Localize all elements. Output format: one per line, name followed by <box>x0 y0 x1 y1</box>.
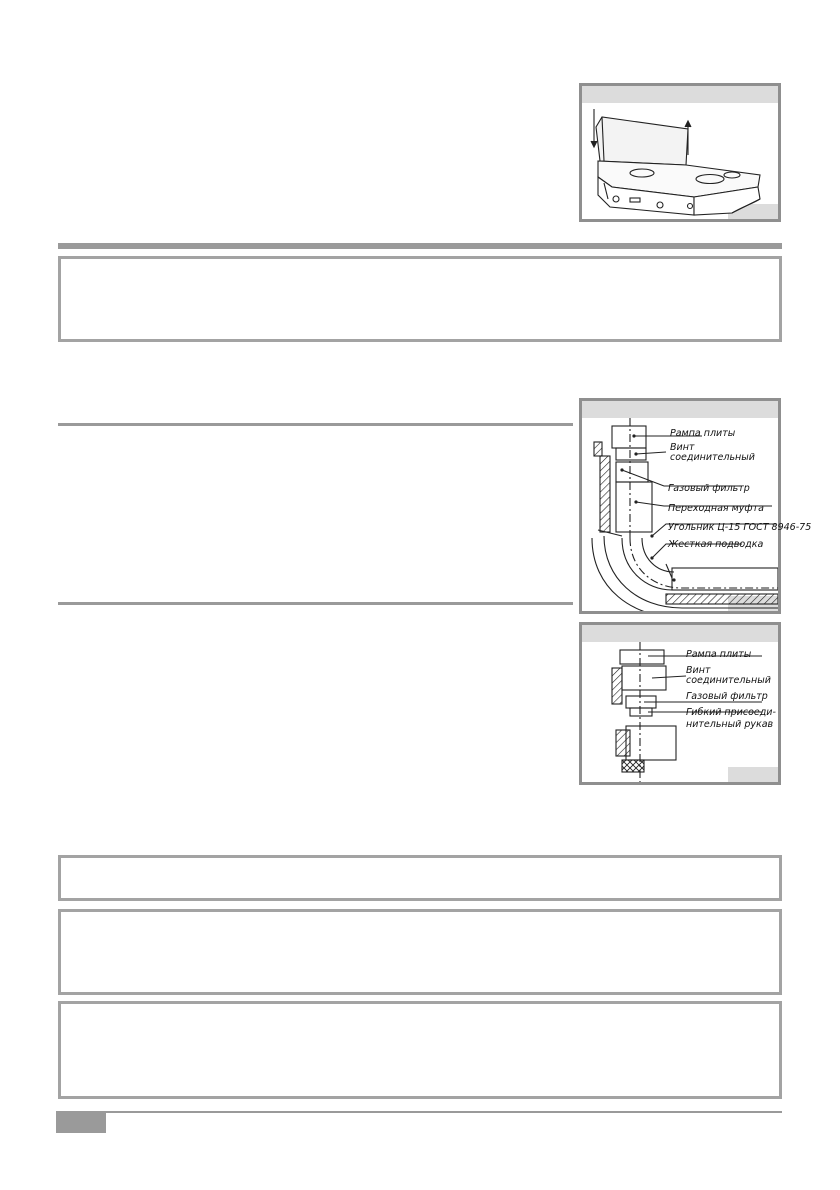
label-gas-filter: Газовый фильтр <box>686 691 768 702</box>
label-screw: Винт <box>670 442 695 453</box>
figure-cooktop-lid <box>579 83 781 222</box>
section-divider <box>58 243 782 249</box>
label-flexible-hose: Гибкий присоеди- <box>686 707 776 718</box>
figure-header-bar <box>582 625 778 642</box>
label-coupling: Переходная муфта <box>668 503 764 514</box>
figure-flexible-connection: Рампа плиты Винт соединительный Газовый … <box>579 622 781 785</box>
figure-header-bar <box>582 401 778 418</box>
flexible-connection-drawing <box>611 642 762 782</box>
page-number-tab <box>56 1111 106 1133</box>
footer-rule <box>106 1111 782 1113</box>
label-screw: соединительный <box>686 675 771 686</box>
label-screw: Винт <box>686 665 711 676</box>
label-ramp: Рампа плиты <box>686 649 752 660</box>
label-rigid-pipe: Жесткая подводка <box>668 539 764 550</box>
label-ramp: Рампа плиты <box>670 428 736 439</box>
figure-header-bar <box>582 86 778 103</box>
figure-rigid-connection: Рампа плиты Винт соединительный Газовый … <box>579 398 811 614</box>
figure-number-tab <box>728 767 778 782</box>
notice-box <box>58 1001 782 1099</box>
rigid-connection-drawing <box>591 418 778 611</box>
label-flexible-hose: нительный рукав <box>686 719 774 730</box>
notice-box <box>58 256 782 342</box>
cooktop-illustration <box>590 109 761 216</box>
subsection-rule <box>58 602 573 605</box>
notice-box <box>58 855 782 901</box>
notice-box <box>58 909 782 995</box>
label-screw: соединительный <box>670 452 755 463</box>
label-gas-filter: Газовый фильтр <box>668 483 750 494</box>
subsection-rule <box>58 423 573 426</box>
label-elbow: Угольник Ц-15 ГОСТ 8946-75 <box>668 522 812 533</box>
